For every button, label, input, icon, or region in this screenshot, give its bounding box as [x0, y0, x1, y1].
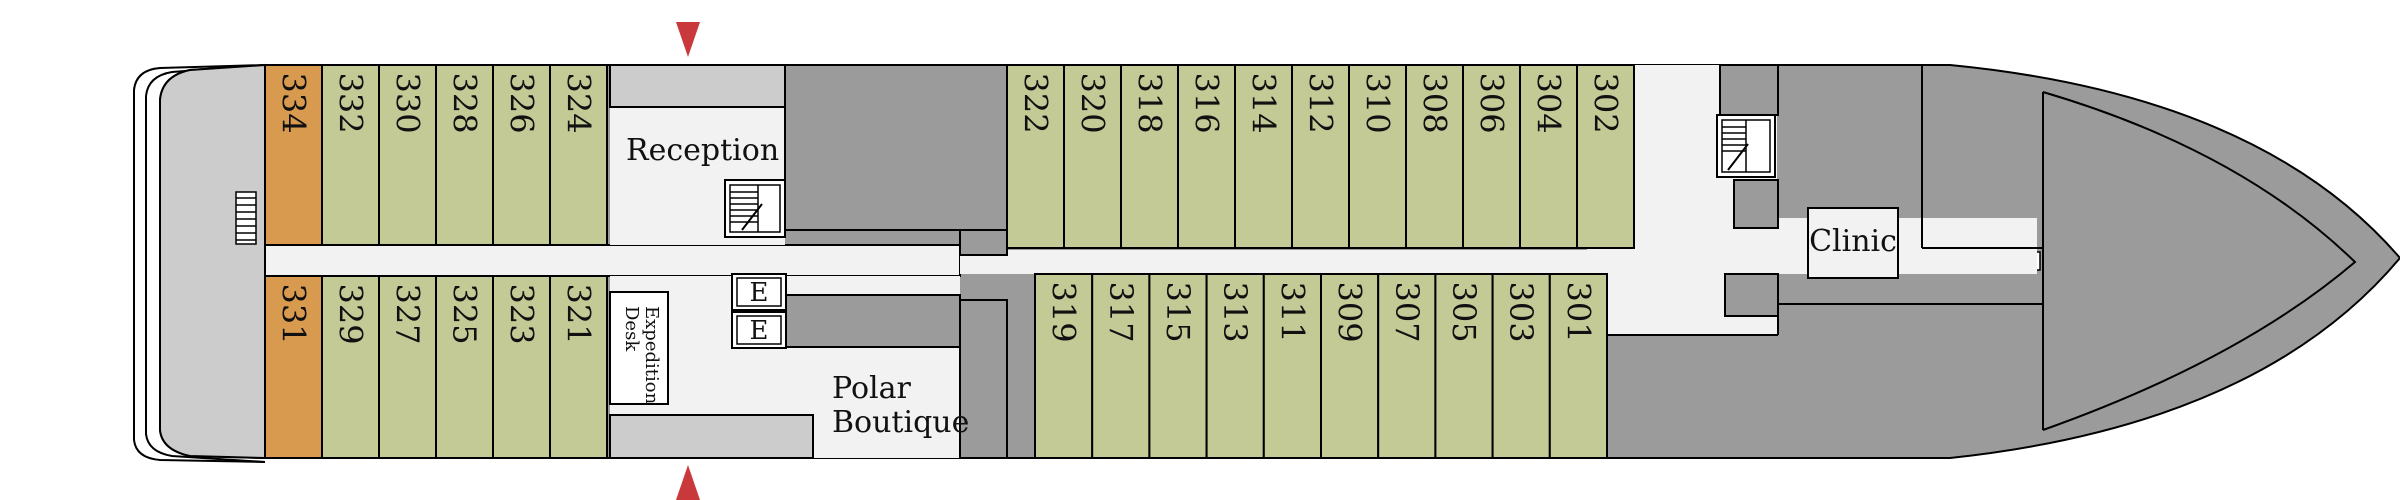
cabin-311 [1262, 273, 1323, 459]
stern-deck [159, 63, 266, 460]
boutique-label-line2: Boutique [832, 405, 969, 440]
clinic-label: Clinic [1809, 224, 1897, 259]
cabin-number-label: 314 [1245, 72, 1283, 133]
cabin-324 [549, 64, 608, 246]
reception-stair-icon [724, 179, 786, 238]
cabin-323 [492, 275, 551, 459]
cabin-number-label: 307 [1388, 281, 1426, 342]
cabin-309 [1320, 273, 1380, 459]
cabin-number-label: 325 [446, 283, 484, 344]
cabin-307 [1377, 273, 1437, 459]
cabin-327 [378, 275, 437, 459]
cabin-303 [1491, 273, 1551, 459]
bow-inner-line [2042, 91, 2357, 431]
cabin-number-label: 327 [389, 283, 427, 344]
cabin-329 [321, 275, 380, 459]
service-room-lower [784, 294, 961, 348]
cabin-number-label: 330 [389, 72, 427, 133]
cabin-number-label: 321 [560, 283, 598, 344]
cabin-304 [1519, 64, 1578, 249]
cabin-number-label: 328 [446, 72, 484, 133]
cabin-number-label: 331 [275, 283, 313, 344]
service-room-upper [784, 64, 1008, 231]
fwd-service-post [1733, 179, 1779, 229]
cabin-326 [492, 64, 551, 246]
cabin-313 [1205, 273, 1265, 459]
elevator-label: E [750, 278, 769, 308]
stern-outline-mid [145, 64, 266, 463]
cabin-number-label: 305 [1445, 281, 1483, 342]
cabin-number-label: 302 [1587, 72, 1625, 133]
cabin-number-label: 312 [1302, 72, 1340, 133]
cabin-number-label: 334 [275, 72, 313, 133]
cabin-322 [1006, 64, 1065, 249]
cabin-320 [1063, 64, 1122, 249]
cabin-321 [549, 275, 608, 459]
cabin-number-label: 318 [1131, 72, 1169, 133]
cabin-number-label: 324 [560, 72, 598, 133]
cabin-302 [1576, 64, 1635, 249]
cabin-number-label: 308 [1416, 72, 1454, 133]
cabin-number-label: 329 [332, 283, 370, 344]
reception-label: Reception [626, 133, 779, 168]
cabin-number-label: 310 [1359, 72, 1397, 133]
cabin-number-label: 323 [503, 283, 541, 344]
boutique-label-line1: Polar [832, 371, 912, 406]
elevator-upper: E [731, 273, 787, 311]
cabin-number-label: 332 [332, 72, 370, 133]
cabin-number-label: 322 [1017, 72, 1055, 133]
fwd-service-lower [1724, 273, 1779, 317]
cabin-number-label: 319 [1045, 281, 1083, 342]
clinic-room [1807, 207, 1899, 279]
cabin-number-label: 320 [1074, 72, 1112, 133]
cabin-number-label: 301 [1559, 281, 1597, 342]
cabin-number-label: 317 [1102, 281, 1140, 342]
cabin-number-label: 315 [1159, 281, 1197, 342]
aft-corridor [264, 244, 961, 277]
cabin-number-label: 304 [1530, 72, 1568, 133]
cabin-308 [1405, 64, 1464, 249]
cabin-310 [1348, 64, 1407, 249]
cabin-334 [264, 64, 323, 246]
cabin-number-label: 309 [1331, 281, 1369, 342]
stern-stair-icon [235, 191, 257, 245]
cabin-301 [1548, 273, 1609, 459]
cabin-number-label: 326 [503, 72, 541, 133]
fwd-stair-icon [1716, 114, 1776, 178]
boutique-counter [609, 414, 814, 459]
gangway-arrow-icon [676, 465, 700, 500]
cabin-306 [1462, 64, 1521, 249]
expedition-desk-label-line1: Expedition [641, 306, 662, 405]
service-notch-upper [959, 229, 1008, 256]
cabin-number-label: 313 [1216, 281, 1254, 342]
cabin-blocks: 334 332 330 328 326 324 331 329 327 325 323 321 322 3… [264, 64, 1635, 459]
expedition-desk [609, 291, 669, 405]
cabin-318 [1120, 64, 1179, 249]
service-strip-lower [959, 299, 1008, 459]
stern-outline-outer [133, 64, 266, 463]
cabin-314 [1234, 64, 1293, 249]
elevator-lower: E [731, 311, 787, 349]
cabin-312 [1291, 64, 1350, 249]
gangway-arrow-icon [676, 22, 700, 57]
mid-corridor [960, 250, 1697, 274]
cabin-number-label: 316 [1188, 72, 1226, 133]
cabin-number-label: 311 [1273, 281, 1311, 342]
cabin-number-label: 303 [1502, 281, 1540, 342]
cabin-331 [264, 275, 323, 459]
expedition-desk-label-line2: Desk [621, 306, 642, 352]
elevator-label: E [750, 316, 769, 346]
fwd-service-block [1719, 64, 1779, 116]
cabin-number-label: 306 [1473, 72, 1511, 133]
cabin-332 [321, 64, 380, 246]
cabin-315 [1148, 273, 1208, 459]
cabin-305 [1434, 273, 1494, 459]
